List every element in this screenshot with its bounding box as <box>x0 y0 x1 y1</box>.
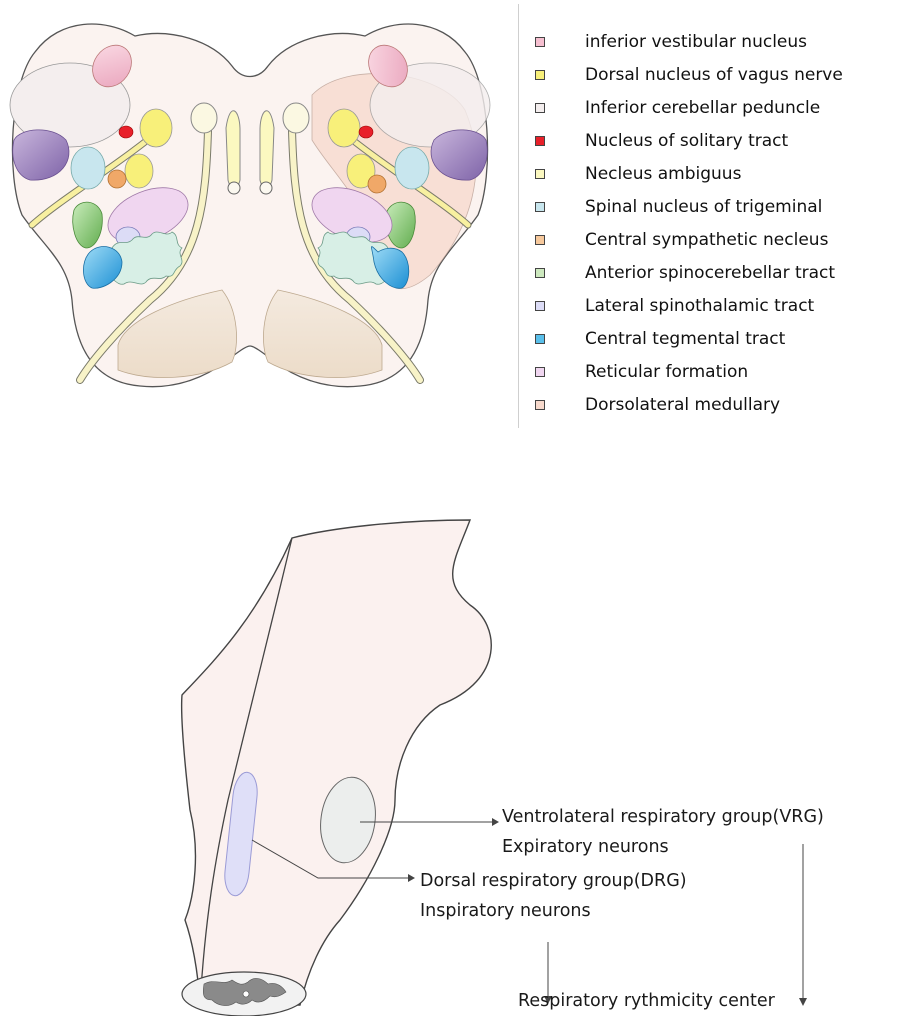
legend-label: Necleus ambiguus <box>585 164 741 184</box>
solitary-tract-nucleus-right <box>359 126 373 138</box>
legend-swatch <box>535 301 545 311</box>
drg-neurons-label: Inspiratory neurons <box>420 901 591 921</box>
legend-swatch <box>535 202 545 212</box>
legend-swatch <box>535 367 545 377</box>
rhythmicity-center-label: Respiratory rythmicity center <box>518 991 776 1011</box>
legend-swatch <box>535 268 545 278</box>
legend-swatch <box>535 400 545 410</box>
legend-item: inferior vestibular nucleus <box>535 25 843 58</box>
legend-swatch <box>535 103 545 113</box>
legend-item: Anterior spinocerebellar tract <box>535 256 843 289</box>
legend-label: Nucleus of solitary tract <box>585 131 788 151</box>
legend-label: Central sympathetic necleus <box>585 230 828 250</box>
nucleus-ambiguus-left <box>125 154 153 188</box>
legend-item: Nucleus of solitary tract <box>535 124 843 157</box>
dorsal-vagus-nucleus-left <box>140 109 172 147</box>
midline-ventricle-left <box>226 111 240 188</box>
legend-label: Central tegmental tract <box>585 329 785 349</box>
solitary-tract-nucleus-left <box>119 126 133 138</box>
spinal-trigeminal-right <box>395 147 429 189</box>
brainstem-outline <box>182 520 492 1005</box>
legend-swatch <box>535 169 545 179</box>
legend-swatch <box>535 70 545 80</box>
drg-label: Dorsal respiratory group(DRG) <box>420 871 687 891</box>
legend-divider <box>518 4 519 428</box>
vrg-label: Ventrolateral respiratory group(VRG) <box>502 807 824 827</box>
legend-item: Spinal nucleus of trigeminal <box>535 190 843 223</box>
legend-label: Dorsolateral medullary <box>585 395 780 415</box>
nucleus-ambiguus-upper-left <box>191 103 217 133</box>
central-sympathetic-nucleus-right <box>368 175 386 193</box>
legend-label: inferior vestibular nucleus <box>585 32 807 52</box>
midline-ventricle-right <box>260 111 274 188</box>
dorsal-vagus-nucleus-right <box>328 109 360 147</box>
legend-swatch <box>535 235 545 245</box>
legend-item: Central tegmental tract <box>535 322 843 355</box>
legend-label: Spinal nucleus of trigeminal <box>585 197 822 217</box>
legend-item: Central sympathetic necleus <box>535 223 843 256</box>
central-sympathetic-nucleus-left <box>108 170 126 188</box>
legend-item: Necleus ambiguus <box>535 157 843 190</box>
legend-label: Reticular formation <box>585 362 748 382</box>
spinal-trigeminal-left <box>71 147 105 189</box>
medulla-cross-section-diagram <box>0 0 500 400</box>
brainstem-respiratory-diagram: Ventrolateral respiratory group(VRG) Exp… <box>0 500 907 1016</box>
legend-label: Dorsal nucleus of vagus nerve <box>585 65 843 85</box>
legend-swatch <box>535 136 545 146</box>
vrg-neurons-label: Expiratory neurons <box>502 837 669 857</box>
legend-label: Lateral spinothalamic tract <box>585 296 814 316</box>
legend-swatch <box>535 37 545 47</box>
legend-label: Anterior spinocerebellar tract <box>585 263 835 283</box>
legend-swatch <box>535 334 545 344</box>
nucleus-ambiguus-upper-right <box>283 103 309 133</box>
legend-label: Inferior cerebellar peduncle <box>585 98 820 118</box>
legend-item: Inferior cerebellar peduncle <box>535 91 843 124</box>
legend-item: Reticular formation <box>535 355 843 388</box>
legend-item: Dorsal nucleus of vagus nerve <box>535 58 843 91</box>
legend-item: Dorsolateral medullary <box>535 388 843 421</box>
legend-item: Lateral spinothalamic tract <box>535 289 843 322</box>
